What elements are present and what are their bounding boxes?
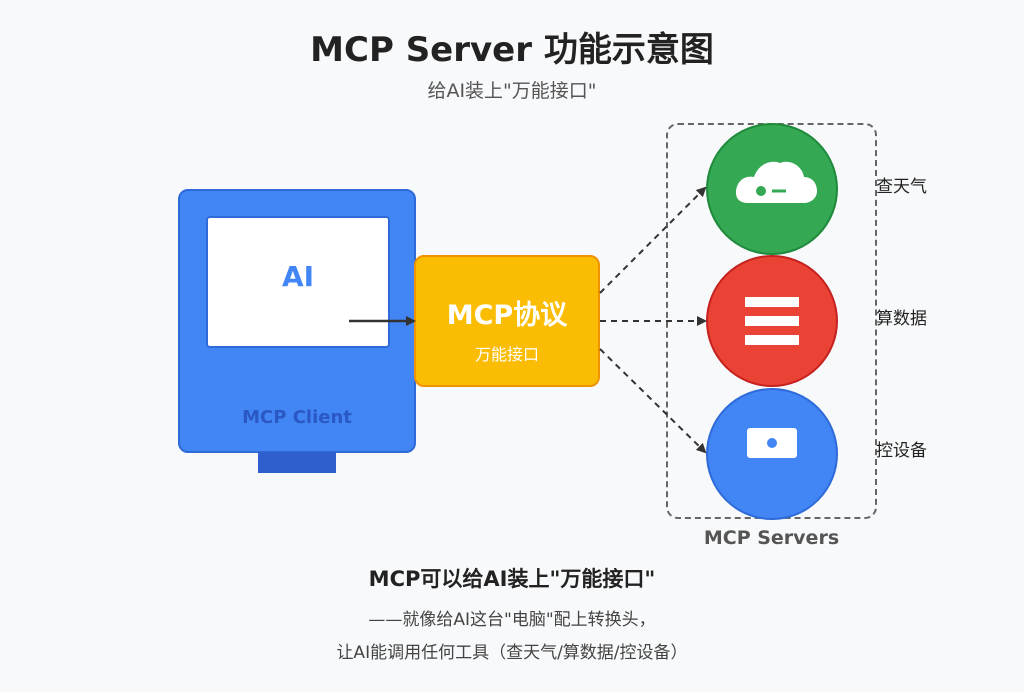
page-title: MCP Server 功能示意图 — [310, 30, 714, 70]
cloud-icon — [736, 161, 817, 203]
footer-line-2: 让AI能调用任何工具（查天气/算数据/控设备） — [336, 643, 688, 663]
footer-line-1: ——就像给AI这台"电脑"配上转换头， — [368, 610, 656, 630]
client-label: MCP Client — [242, 407, 352, 428]
protocol-title: MCP协议 — [446, 300, 568, 331]
calc-label: 算数据 — [876, 309, 927, 329]
device-label: 控设备 — [876, 441, 927, 461]
client-stand — [258, 452, 336, 473]
client-screen: AI — [206, 216, 390, 348]
protocol-to-weather-arrow — [599, 186, 707, 294]
device-server-node — [706, 388, 838, 520]
device-icon — [747, 428, 797, 458]
servers-label: MCP Servers — [703, 527, 840, 549]
weather-server-node — [706, 123, 838, 255]
mcp-protocol-box: MCP协议 万能接口 — [414, 255, 600, 387]
protocol-to-device-arrow — [599, 348, 707, 454]
mcp-client-box: AI MCP Client — [178, 189, 416, 453]
bars-icon — [745, 297, 799, 345]
client-screen-label: AI — [281, 259, 315, 293]
calc-server-node — [706, 255, 838, 387]
weather-label: 查天气 — [876, 177, 927, 197]
protocol-subtitle: 万能接口 — [474, 345, 539, 364]
footer-title: MCP可以给AI装上"万能接口" — [368, 567, 656, 591]
page-subtitle: 给AI装上"万能接口" — [427, 80, 597, 102]
